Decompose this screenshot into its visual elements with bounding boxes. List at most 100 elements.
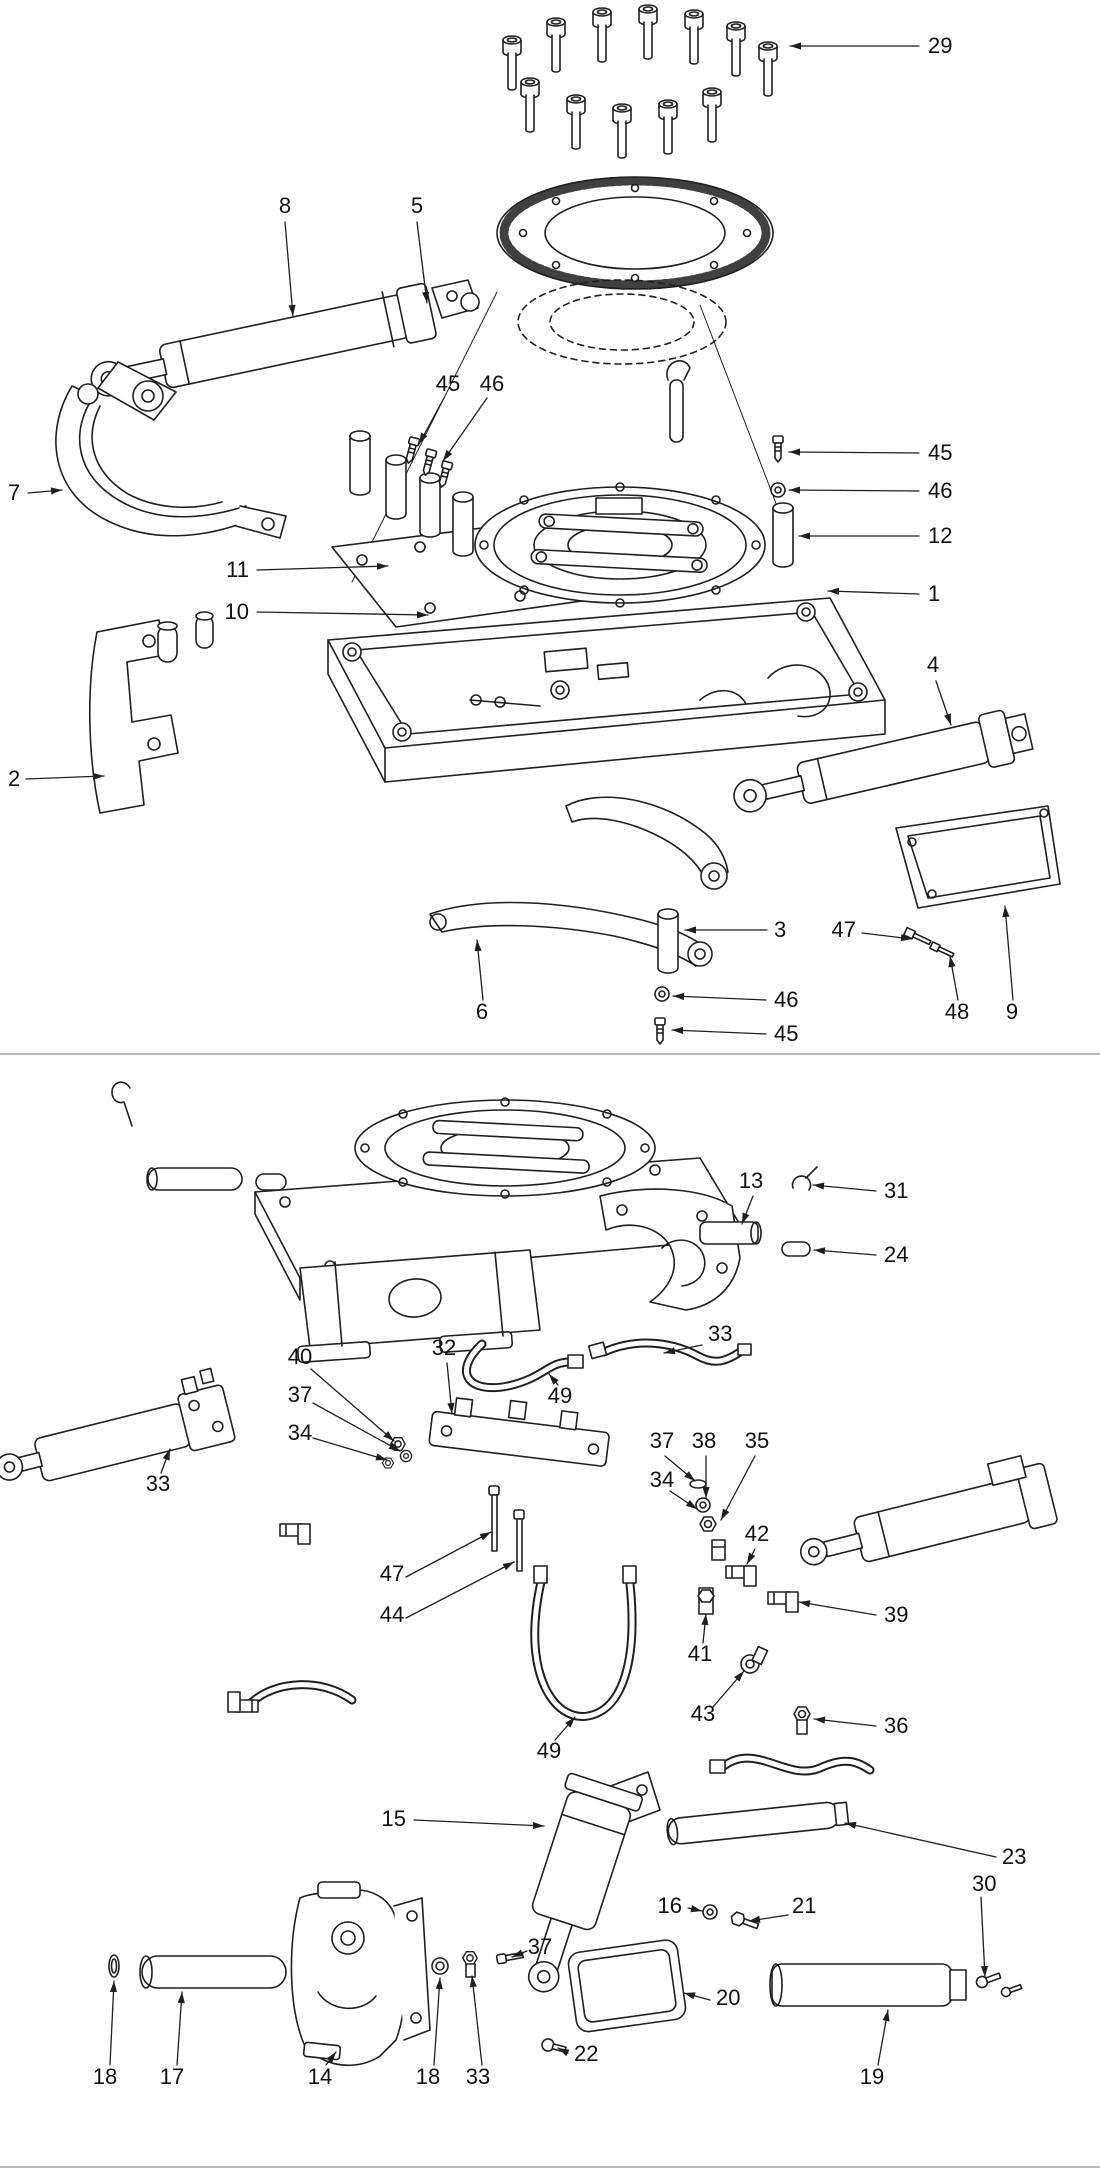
part-number-label-lower-exploded-view: 37 bbox=[650, 1428, 674, 1453]
part-main-frame bbox=[327, 597, 886, 783]
callout-33: 33 bbox=[146, 1448, 171, 1496]
leader-line bbox=[788, 489, 920, 492]
part-elbow-left bbox=[279, 1523, 311, 1545]
part-pin-left bbox=[146, 1167, 287, 1191]
part-number-label-lower-exploded-view: 33 bbox=[708, 1321, 732, 1346]
part-number-label-upper-exploded-view: 9 bbox=[1006, 999, 1018, 1024]
callout-18: 18 bbox=[416, 1977, 443, 2089]
leader-arrowhead bbox=[882, 2010, 890, 2022]
leader-line bbox=[720, 1455, 756, 1521]
callout-29: 29 bbox=[789, 33, 952, 58]
callout-18: 18 bbox=[93, 1980, 117, 2089]
part-number-label-upper-exploded-view: 45 bbox=[436, 371, 460, 396]
callout-37: 37 bbox=[511, 1934, 552, 1959]
part-nut-38 bbox=[699, 1516, 717, 1532]
part-number-label-upper-exploded-view: 12 bbox=[928, 523, 952, 548]
callout-8: 8 bbox=[279, 193, 296, 317]
part-elbow-39 bbox=[767, 1591, 799, 1613]
leader-arrowhead bbox=[814, 1716, 826, 1724]
callout-4: 4 bbox=[927, 652, 952, 726]
leader-line bbox=[442, 397, 488, 462]
part-hook-rod bbox=[666, 360, 691, 443]
part-number-label-lower-exploded-view: 16 bbox=[658, 1893, 682, 1918]
part-bolt-44 bbox=[513, 1509, 525, 1572]
part-number-label-lower-exploded-view: 42 bbox=[745, 1521, 769, 1546]
part-hose-lower-left bbox=[227, 1680, 357, 1713]
callout-5: 5 bbox=[411, 193, 430, 304]
callout-24: 24 bbox=[813, 1242, 908, 1267]
leader-arrowhead bbox=[558, 2048, 570, 2057]
lower-exploded-view bbox=[0, 1081, 1058, 2067]
part-number-label-lower-exploded-view: 34 bbox=[288, 1420, 312, 1445]
leader-arrowhead bbox=[1002, 906, 1010, 918]
leader-arrowhead bbox=[479, 1532, 491, 1541]
part-number-label-lower-exploded-view: 17 bbox=[160, 2064, 184, 2089]
part-number-label-lower-exploded-view: 49 bbox=[537, 1738, 561, 1763]
part-number-label-upper-exploded-view: 6 bbox=[476, 999, 488, 1024]
callout-36: 36 bbox=[813, 1713, 908, 1738]
callout-46: 46 bbox=[788, 478, 952, 503]
callout-1: 1 bbox=[827, 581, 940, 606]
part-turntable-ring-1 bbox=[474, 482, 766, 608]
callout-7: 7 bbox=[8, 480, 63, 505]
leader-arrowhead bbox=[502, 1562, 514, 1571]
leader-arrowhead bbox=[50, 487, 62, 495]
part-cylinder-33 bbox=[0, 1367, 236, 1482]
leader-arrowhead bbox=[799, 1600, 811, 1608]
leader-arrowhead bbox=[701, 1614, 709, 1626]
callout-39: 39 bbox=[798, 1600, 908, 1627]
part-curved-arm-upper bbox=[565, 796, 729, 890]
callout-14: 14 bbox=[308, 2051, 337, 2089]
part-washer-16 bbox=[702, 1904, 718, 1920]
part-washer-18b bbox=[431, 1957, 449, 1975]
part-number-label-lower-exploded-view: 31 bbox=[884, 1178, 908, 1203]
callout-23: 23 bbox=[844, 1821, 1026, 1869]
callout-10: 10 bbox=[225, 599, 429, 624]
part-hose-49-upper bbox=[462, 1339, 584, 1393]
part-number-label-lower-exploded-view: 47 bbox=[380, 1561, 404, 1586]
callout-19: 19 bbox=[860, 2009, 890, 2089]
part-number-label-lower-exploded-view: 13 bbox=[739, 1168, 763, 1193]
callout-49: 49 bbox=[548, 1373, 572, 1408]
leader-line bbox=[413, 1819, 545, 1827]
part-screws-47-48 bbox=[903, 926, 955, 958]
part-number-label-lower-exploded-view: 19 bbox=[860, 2064, 884, 2089]
part-number-label-upper-exploded-view: 4 bbox=[927, 652, 939, 677]
leader-line bbox=[672, 995, 767, 1001]
part-number-label-lower-exploded-view: 44 bbox=[380, 1602, 404, 1627]
part-curved-arm-7 bbox=[55, 383, 287, 539]
leader-arrowhead bbox=[684, 1471, 695, 1481]
part-fitting-36 bbox=[793, 1706, 811, 1735]
leader-line bbox=[312, 1402, 401, 1452]
leader-arrowhead bbox=[549, 1374, 559, 1385]
part-hose-49-loop bbox=[530, 1565, 637, 1721]
leader-arrowhead bbox=[980, 1965, 989, 1977]
part-number-label-lower-exploded-view: 38 bbox=[692, 1428, 716, 1453]
leader-arrowhead bbox=[742, 1212, 750, 1224]
leader-arrowhead bbox=[685, 1499, 697, 1509]
leader-arrowhead bbox=[702, 1487, 710, 1498]
part-number-label-upper-exploded-view: 1 bbox=[928, 581, 940, 606]
leader-line bbox=[284, 221, 294, 317]
leader-line bbox=[416, 221, 428, 304]
leader-arrowhead bbox=[664, 1347, 676, 1355]
leader-arrowhead bbox=[814, 1247, 826, 1255]
callout-21: 21 bbox=[748, 1893, 816, 1923]
part-number-label-lower-exploded-view: 43 bbox=[691, 1701, 715, 1726]
part-plate-9 bbox=[895, 805, 1061, 909]
part-bracket-2 bbox=[88, 611, 214, 814]
part-number-label-upper-exploded-view: 7 bbox=[8, 480, 20, 505]
part-number-label-lower-exploded-view: 32 bbox=[432, 1335, 456, 1360]
part-pin-13 bbox=[699, 1221, 762, 1245]
part-washer-46-bottom bbox=[654, 986, 670, 1002]
part-number-label-lower-exploded-view: 24 bbox=[884, 1242, 908, 1267]
leader-arrowhead bbox=[747, 1552, 756, 1564]
part-number-label-lower-exploded-view: 35 bbox=[745, 1428, 769, 1453]
part-number-label-lower-exploded-view: 23 bbox=[1002, 1844, 1026, 1869]
part-fitting-33b bbox=[462, 1950, 478, 1978]
leader-arrowhead bbox=[690, 1905, 702, 1913]
callout-22: 22 bbox=[557, 2041, 598, 2066]
part-curved-arm-6 bbox=[429, 901, 713, 967]
leader-line bbox=[798, 1601, 877, 1616]
